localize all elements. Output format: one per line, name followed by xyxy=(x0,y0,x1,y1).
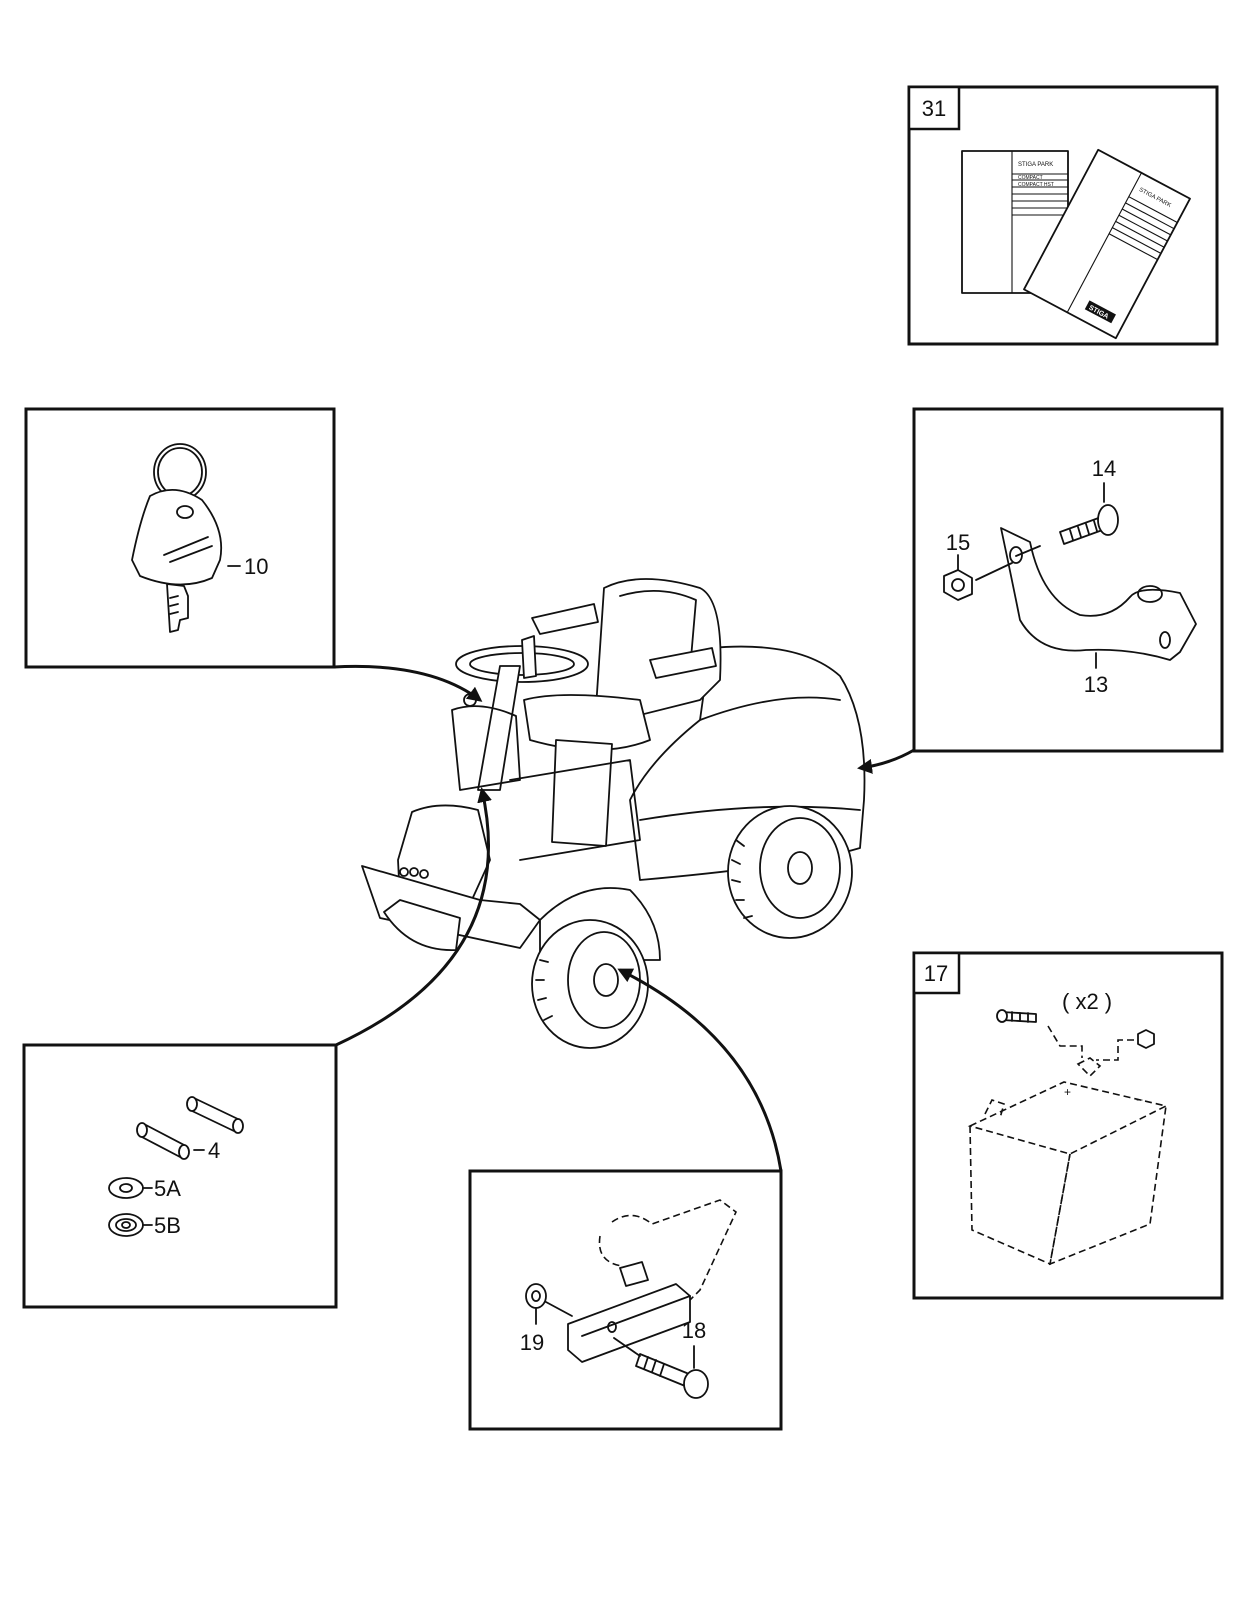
leader-key-arrow xyxy=(333,664,483,702)
callout-31: 31 xyxy=(922,96,946,121)
bolt-14 xyxy=(1059,504,1119,545)
callout-19: 19 xyxy=(520,1330,544,1355)
hitch-illustration xyxy=(567,1199,737,1363)
svg-text:−: − xyxy=(1136,1093,1143,1107)
washer-5b xyxy=(108,1213,144,1237)
battery-panel: 17 ( x2 ) + − xyxy=(912,951,1224,1300)
washer-19 xyxy=(525,1283,547,1309)
manual-left-brand: STIGA PARK xyxy=(1018,162,1053,168)
hitch-panel: 19 18 xyxy=(468,1169,783,1431)
bolt-18 xyxy=(635,1353,709,1399)
manual-panel: 31 STIGA PARK COMPACT COMPACT HST xyxy=(907,85,1219,346)
manual-booklet-right: STIGA PARK STIGA xyxy=(1023,148,1191,340)
hitch-panel-frame xyxy=(468,1169,783,1431)
center-tunnel xyxy=(551,739,613,847)
steering-wheel xyxy=(455,635,589,791)
callout-5a: 5A xyxy=(154,1176,181,1201)
front-hood xyxy=(361,804,541,949)
tag-17-box xyxy=(912,951,961,995)
key-panel-frame xyxy=(24,407,336,669)
front-wheel-right xyxy=(531,887,661,1049)
seat xyxy=(523,578,722,751)
manual-left-line1: COMPACT xyxy=(1018,175,1043,181)
tag-31-box xyxy=(907,85,961,131)
callout-5b: 5B xyxy=(154,1213,181,1238)
front-wheel-left xyxy=(383,899,461,951)
manual-left-line2: COMPACT HST xyxy=(1018,182,1054,188)
pins-panel-frame xyxy=(22,1043,338,1309)
leader-hitch-arrow xyxy=(617,968,783,1172)
pins-panel: 4 5A 5B xyxy=(22,1043,338,1309)
bracket-illustration xyxy=(1000,527,1197,661)
callout-4: 4 xyxy=(208,1138,220,1163)
leader-pins-arrow xyxy=(335,787,492,1047)
callout-18: 18 xyxy=(682,1318,706,1343)
rear-wheel xyxy=(727,805,853,939)
ignition-key-illustration xyxy=(131,443,223,633)
bracket-panel-frame xyxy=(912,407,1224,753)
callout-14: 14 xyxy=(1092,456,1116,481)
ride-on-mower-illustration xyxy=(361,578,866,1049)
callout-x2: ( x2 ) xyxy=(1062,989,1112,1014)
pin-upper xyxy=(186,1096,244,1134)
battery-bolt xyxy=(996,1009,1037,1023)
callout-10: 10 xyxy=(244,554,268,579)
nut-15 xyxy=(943,569,973,601)
bracket-panel: 14 15 13 xyxy=(912,407,1224,753)
pin-lower xyxy=(136,1122,190,1160)
manual-panel-frame xyxy=(907,85,1219,346)
svg-text:+: + xyxy=(1064,1085,1071,1099)
battery-panel-frame xyxy=(912,951,1224,1300)
callout-15: 15 xyxy=(946,530,970,555)
leader-bracket-arrow xyxy=(857,748,915,774)
callout-13: 13 xyxy=(1084,672,1108,697)
battery-illustration: + − xyxy=(967,1057,1169,1266)
washer-5a xyxy=(108,1177,144,1199)
battery-nut xyxy=(1137,1029,1155,1049)
callout-17: 17 xyxy=(924,961,948,986)
key-panel: 10 xyxy=(24,407,336,669)
